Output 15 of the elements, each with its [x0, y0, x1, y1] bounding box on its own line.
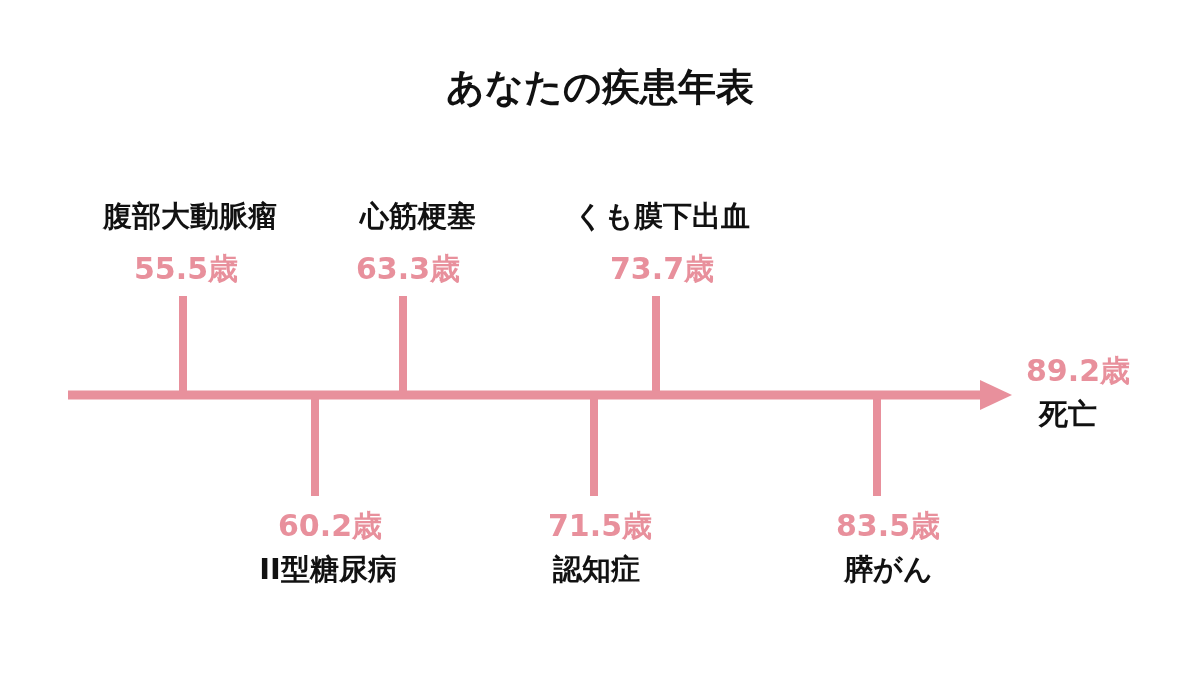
age-label: 89.2歳 — [1026, 353, 1130, 387]
age-label: 63.3歳 — [356, 251, 460, 285]
event-label: 死亡 — [1039, 399, 1097, 431]
age-label: 55.5歳 — [134, 251, 238, 285]
chart-title: あなたの疾患年表 — [446, 67, 754, 109]
event-label: 心筋梗塞 — [360, 201, 476, 233]
age-label: 73.7歳 — [610, 251, 714, 285]
event-label: 認知症 — [552, 554, 640, 586]
age-label: 60.2歳 — [278, 508, 382, 542]
age-label: 71.5歳 — [548, 508, 652, 542]
event-label: II型糖尿病 — [259, 554, 397, 586]
event-label: 腹部大動脈瘤 — [103, 201, 277, 233]
event-label: 膵がん — [843, 554, 933, 586]
event-label: くも膜下出血 — [574, 201, 750, 233]
age-label: 83.5歳 — [836, 508, 940, 542]
